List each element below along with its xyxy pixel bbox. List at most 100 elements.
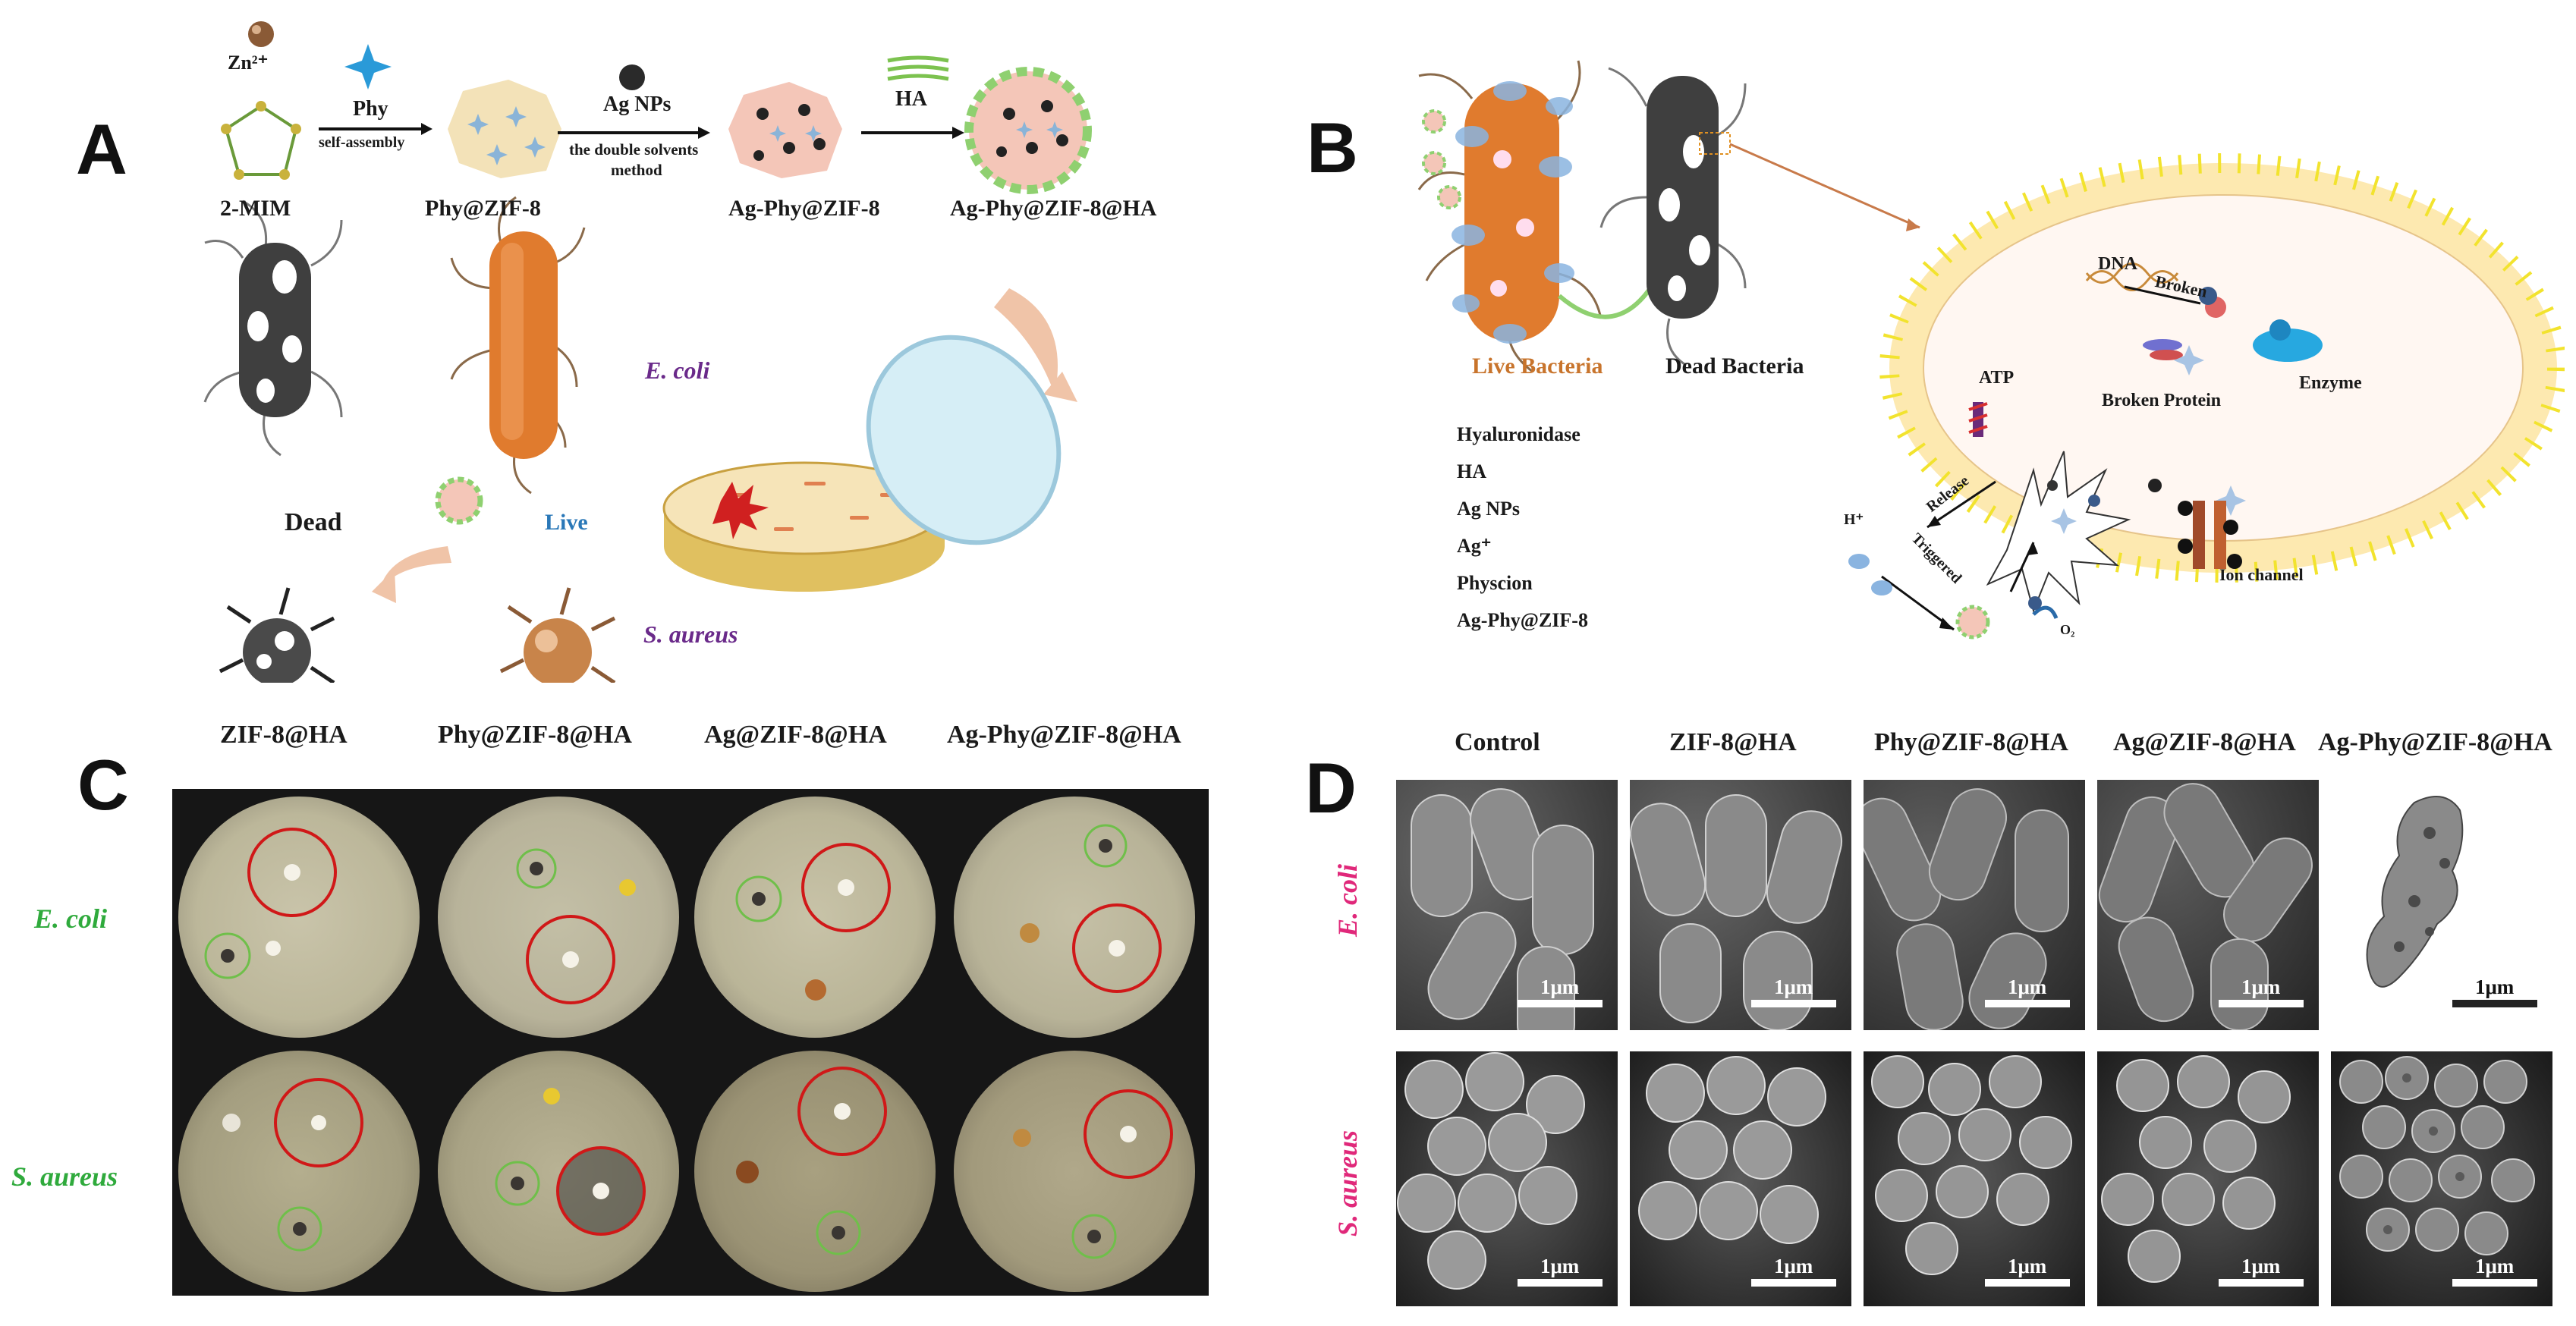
live-bacterium-icon [450,196,586,495]
agar-plate [438,797,679,1038]
broken-protein-label: Broken Protein [2102,391,2222,410]
zone-overlay [1013,1089,1173,1259]
scale-bar-label: 1μm [2475,1255,2515,1277]
step1-method-label: self-assembly [319,134,405,151]
green-zone [816,1210,861,1255]
live-label: Live [545,510,588,535]
step2-method-label-2: method [611,161,662,179]
column-header: Phy@ZIF-8@HA [438,721,632,749]
panel-a-graphic [203,21,1092,683]
product2-label: Ag-Phy@ZIF-8 [728,196,880,221]
scale-bar [2452,1279,2537,1287]
dead-label: Dead [285,508,342,536]
linker-label: 2-MIM [220,196,291,221]
product3-label: Ag-Phy@ZIF-8@HA [950,196,1157,221]
nanoparticle-icon [1955,605,1990,639]
step1-reagent-label: Phy [353,97,388,121]
green-zone [204,932,251,979]
sem-image: 1μm [2331,1051,2552,1306]
column-header: ZIF-8@HA [1669,728,1797,756]
dead-bacterium-icon [1599,67,1747,366]
ag-np-icon [619,64,645,90]
legend-item: Physcion [1457,572,1533,594]
panel-letter-d: D [1305,748,1357,828]
ecoli-label: E. coli [645,357,710,384]
product1-label: Phy@ZIF-8 [425,196,541,221]
scale-bar-label: 1μm [1540,1255,1580,1277]
column-header: Ag-Phy@ZIF-8@HA [947,721,1181,749]
green-zone [495,1161,540,1206]
zone-overlay [735,843,891,1001]
green-zone [1071,1214,1117,1259]
column-header: ZIF-8@HA [220,721,348,749]
red-zone [797,1067,887,1156]
zn-ion-label: Zn²⁺ [228,52,269,74]
ha-strand-icon [887,55,949,81]
sem-image: 1μm [1630,1051,1851,1306]
sem-image-grid: 1μm 1μm 1μm 1μm 1μm 1μm 1μm 1μm 1μm [1396,780,2565,1306]
nanoparticle-icon [1437,185,1461,209]
zone-overlay [1020,824,1162,993]
column-header: Ag-Phy@ZIF-8@HA [2318,728,2552,756]
agar-plate-grid [172,789,1209,1296]
scale-bar-label: 1μm [1774,976,1813,998]
live-bacterium-coated-icon [1417,60,1603,373]
petri-dish-icon [662,335,1062,592]
agar-plate [694,1051,936,1292]
panel-b-graphic [1417,60,2565,639]
red-zone [526,915,615,1004]
legend-item: Ag⁺ [1457,535,1492,557]
scale-bar [2452,1000,2537,1007]
scale-bar-label: 1μm [2008,976,2047,998]
nanoparticle-icon [1422,151,1446,175]
zone-overlay [222,1078,363,1252]
scale-bar [1985,1000,2070,1007]
scale-bar-label: 1μm [2475,976,2515,998]
green-zone [277,1206,322,1252]
agar-plate [954,1051,1195,1292]
nanoparticle-icon [1422,109,1446,134]
legend-item: Ag-Phy@ZIF-8 [1457,609,1588,631]
legend-list: Hyaluronidase HA Ag NPs Ag⁺ Physcion Ag-… [1457,423,1588,646]
scale-bar-label: 1μm [2008,1255,2047,1277]
sem-image: 1μm [1396,1051,1618,1306]
zone-overlay [495,1088,646,1236]
green-zone [735,875,782,922]
sem-image: 1μm [2097,780,2319,1030]
scale-bar [1518,1279,1603,1287]
scale-bar-label: 1μm [2241,1255,2281,1277]
saureus-label: S. aureus [643,621,738,648]
live-bacteria-label: Live Bacteria [1472,353,1603,379]
step2-method-label: the double solvents [569,140,699,159]
agar-plate [694,797,936,1038]
panel-letter-c: C [77,745,129,825]
column-header: Control [1455,728,1540,756]
dna-icon [2085,262,2179,291]
row-label: S. aureus [1332,1130,1363,1236]
zn-ion-icon [248,21,274,47]
dead-coccus-icon [219,587,335,683]
agar-plate [954,797,1195,1038]
sem-image: 1μm [1396,780,1618,1030]
red-zone [556,1146,646,1236]
zone-overlay [516,848,636,1004]
burst-icon [1986,451,2131,614]
enzyme-label: Enzyme [2299,373,2362,393]
scale-bar-label: 1μm [1540,976,1580,998]
scale-bar [1985,1279,2070,1287]
imidazole-icon [224,104,298,176]
agar-plate [178,797,420,1038]
atp-label: ATP [1979,368,2015,388]
scale-bar-label: 1μm [2241,976,2281,998]
column-header: Ag@ZIF-8@HA [2113,728,2296,756]
sem-image: 1μm [1864,780,2085,1030]
sem-image: 1μm [2097,1051,2319,1306]
sem-image: 1μm [2331,780,2552,1030]
green-zone [1084,824,1128,868]
atp-icon [1968,402,1988,437]
green-zone [516,848,557,889]
sem-image: 1μm [1864,1051,2085,1306]
panel-letter-b: B [1307,108,1358,187]
red-zone [274,1078,363,1167]
dead-bacterium-icon [203,200,343,457]
